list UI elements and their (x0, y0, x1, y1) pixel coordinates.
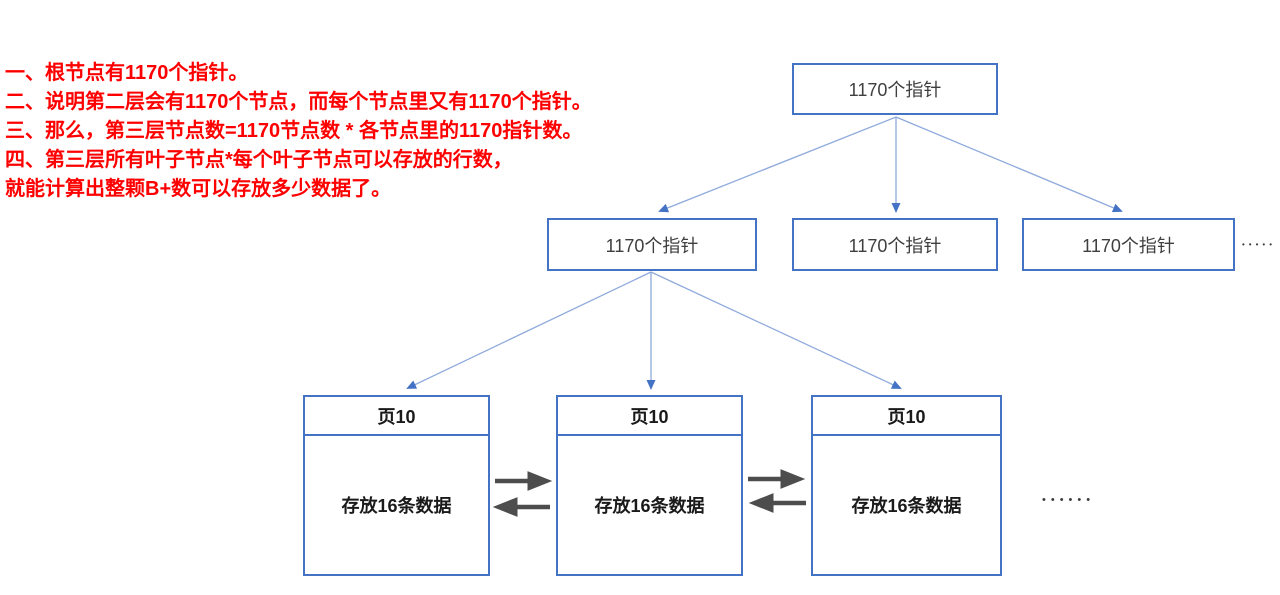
leaf-page-header: 页10 (305, 397, 488, 436)
level2-node-label: 1170个指针 (848, 235, 942, 256)
leaf-page-header: 页10 (558, 397, 741, 436)
leaf-data-label: 存放16条数据 (341, 496, 452, 516)
edge-root-to-child3 (895, 116, 1123, 213)
edge-child1-to-leaf3 (650, 271, 902, 389)
level2-ellipsis: ••••• (1242, 240, 1277, 249)
edge-child1-to-leaf1 (406, 271, 652, 389)
annotation-line-4: 四、第三层所有叶子节点*每个叶子节点可以存放的行数， (5, 149, 513, 171)
leaf-node-box-3: 页10 存放16条数据 (811, 395, 1002, 576)
leaf-data-label: 存放16条数据 (851, 496, 962, 516)
root-node-label: 1170个指针 (848, 80, 942, 100)
level2-node-box-1: 1170个指针 (547, 218, 757, 271)
edge-root-to-child1 (658, 116, 897, 213)
leaf-node-box-1: 页10 存放16条数据 (303, 395, 490, 576)
annotation-line-5: 就能计算出整颗B+数可以存放多少数据了。 (5, 178, 392, 200)
level2-node-box-3: 1170个指针 (1022, 218, 1235, 271)
annotation-line-2: 二、说明第二层会有1170个节点，而每个节点里又有1170个指针。 (5, 91, 592, 113)
leaf-page-header: 页10 (813, 397, 1000, 436)
annotation-line-1: 一、根节点有1170个指针。 (5, 62, 249, 84)
leaf-data-label: 存放16条数据 (594, 496, 705, 516)
leaf-ellipsis: •••••• (1042, 494, 1096, 506)
level2-node-box-2: 1170个指针 (792, 218, 998, 271)
annotation-line-3: 三、那么，第三层节点数=1170节点数 * 各节点里的1170指针数。 (5, 120, 583, 142)
annotation-block: 一、根节点有1170个指针。 二、说明第二层会有1170个节点，而每个节点里又有… (5, 59, 685, 204)
root-node-box: 1170个指针 (792, 63, 998, 115)
level2-node-label: 1170个指针 (605, 235, 699, 256)
level2-node-label: 1170个指针 (1082, 235, 1175, 256)
leaf-node-box-2: 页10 存放16条数据 (556, 395, 743, 576)
